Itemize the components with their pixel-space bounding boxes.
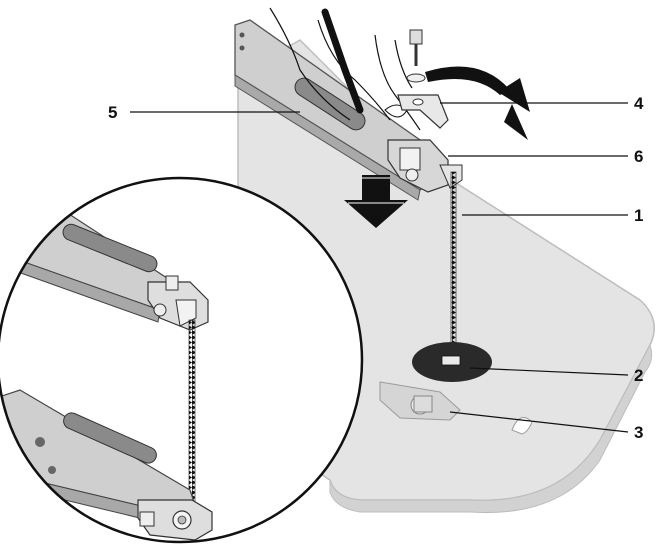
callout-1: 1 bbox=[634, 206, 643, 225]
callout-5: 5 bbox=[108, 103, 117, 122]
leader-3 bbox=[449, 411, 629, 433]
detail-magnifier bbox=[0, 176, 364, 544]
callout-3: 3 bbox=[634, 423, 643, 442]
callout-2: 2 bbox=[634, 366, 643, 385]
down-arrow-icon bbox=[344, 175, 408, 228]
leader-lines bbox=[130, 102, 629, 433]
leader-2 bbox=[469, 367, 629, 376]
clamp-screw bbox=[406, 29, 426, 83]
lower-blade-holder bbox=[379, 381, 461, 421]
callouts: 5 4 6 1 2 3 bbox=[108, 94, 644, 442]
clamp-plate bbox=[397, 94, 449, 129]
callout-6: 6 bbox=[634, 147, 643, 166]
saw-blade bbox=[450, 171, 457, 373]
callout-4: 4 bbox=[634, 94, 644, 113]
table-insert bbox=[412, 342, 492, 382]
